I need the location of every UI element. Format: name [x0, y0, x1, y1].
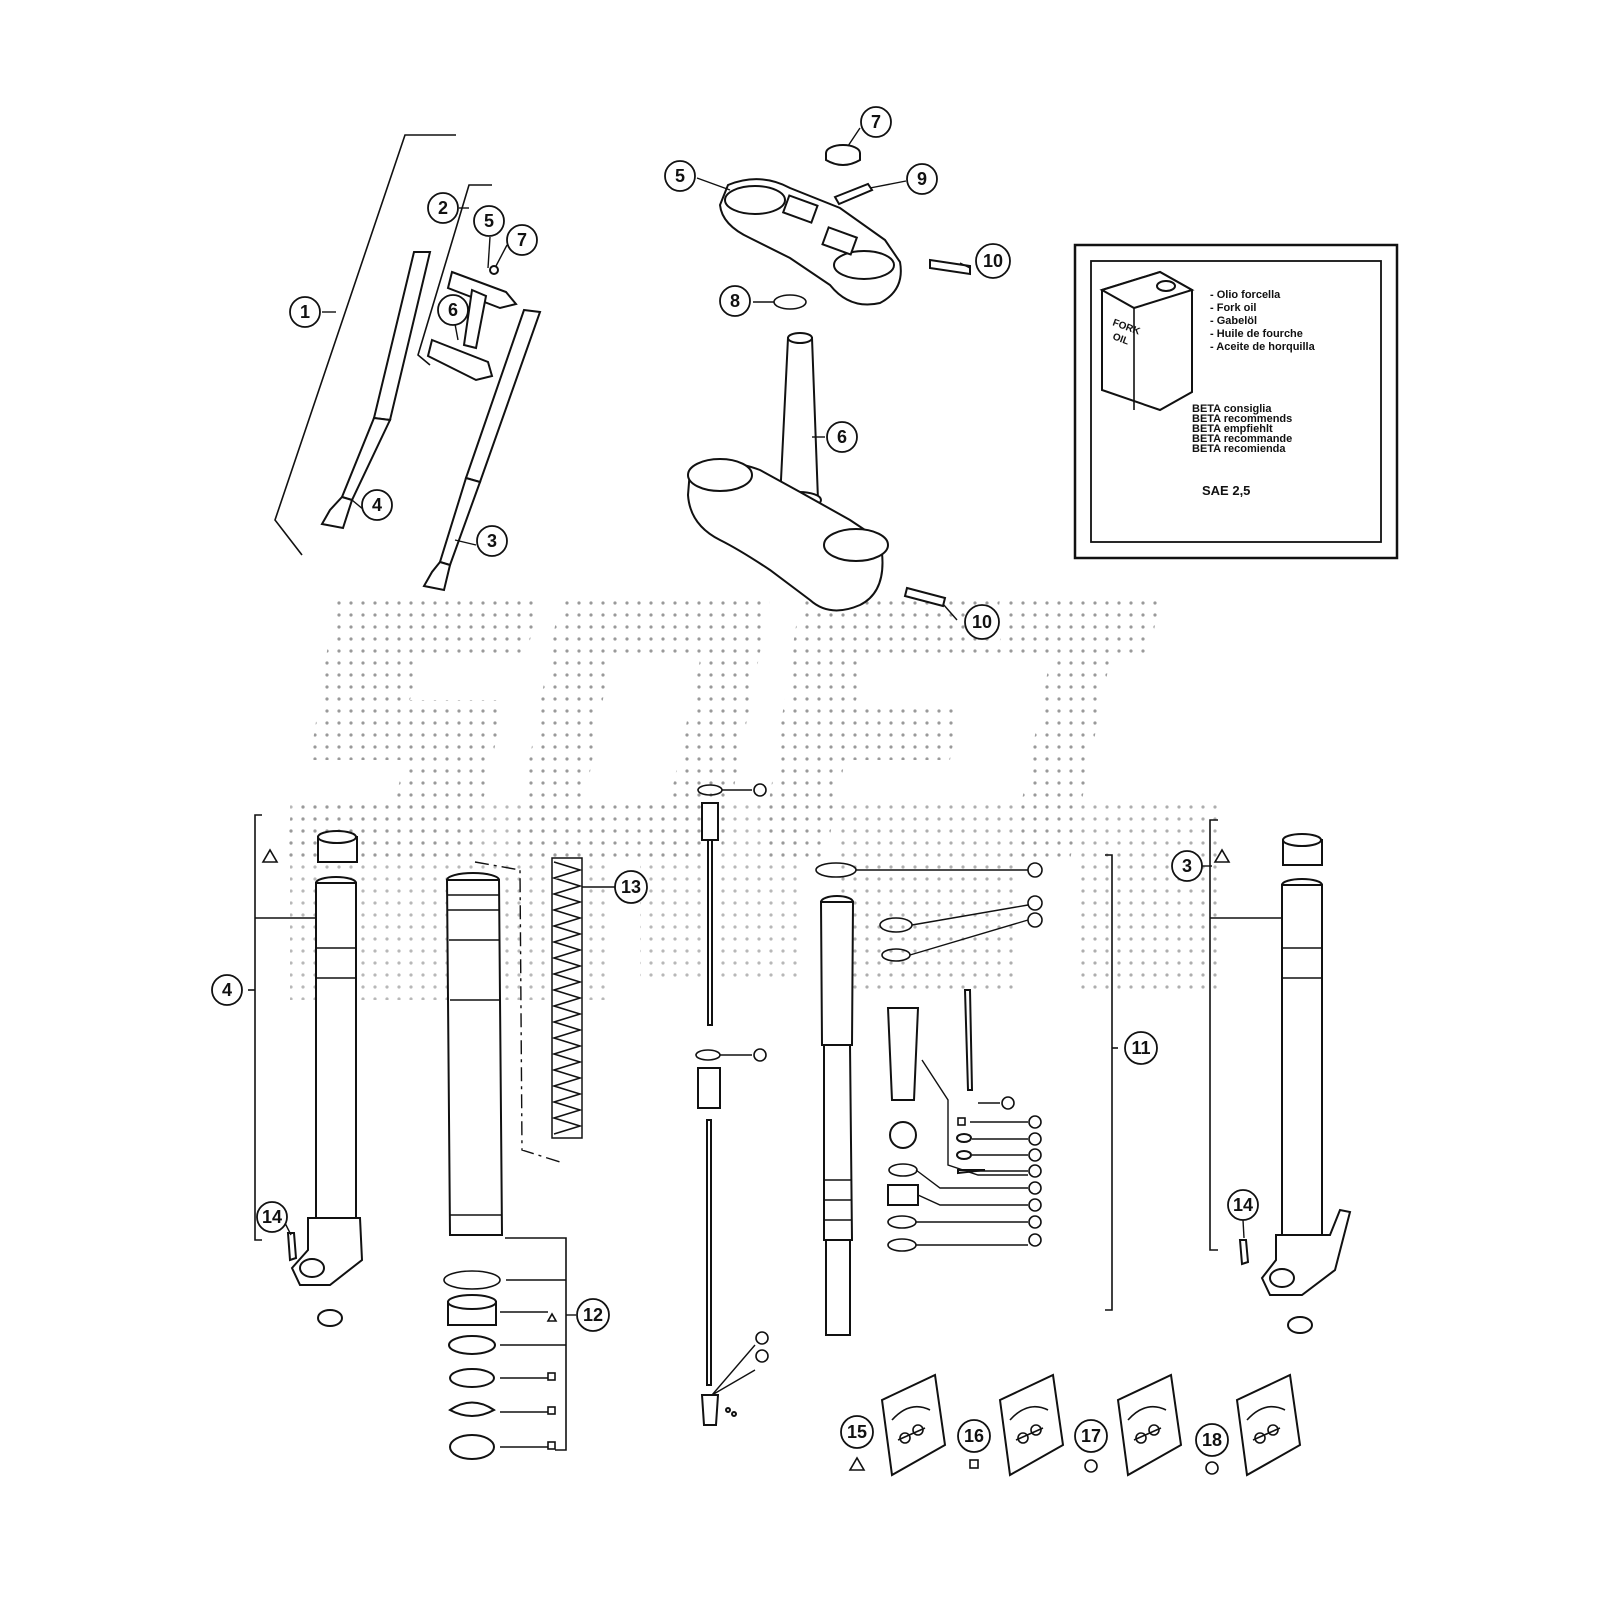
svg-text:1: 1	[300, 302, 310, 322]
watermark	[280, 600, 1220, 1000]
kit-bag-18	[1205, 1373, 1302, 1477]
oil-name-en: - Fork oil	[1210, 302, 1256, 314]
oil-name-it: - Olio forcella	[1210, 289, 1281, 301]
recommend-it: BETA consiglia	[1192, 403, 1272, 415]
spring-coil	[551, 857, 583, 1139]
callout-14b: 14	[1227, 1189, 1259, 1221]
svg-text:5: 5	[484, 211, 494, 231]
recommend-es: BETA recomienda	[1192, 443, 1286, 455]
callout-2: 2	[427, 192, 459, 224]
svg-text:4: 4	[372, 495, 382, 515]
svg-text:11: 11	[1131, 1038, 1150, 1058]
svg-text:2: 2	[438, 198, 448, 218]
callout-6a: 6	[437, 294, 469, 326]
callout-11: 11	[1124, 1031, 1158, 1065]
callout-13: 13	[614, 870, 648, 904]
svg-text:3: 3	[1182, 856, 1192, 876]
svg-text:14: 14	[1233, 1195, 1253, 1215]
service-kits	[848, 1373, 1302, 1477]
svg-text:13: 13	[621, 877, 641, 897]
oil-can-icon: FORK OIL	[1099, 270, 1195, 412]
svg-text:4: 4	[222, 980, 232, 1000]
svg-text:10: 10	[983, 251, 1003, 271]
svg-text:15: 15	[847, 1422, 867, 1442]
oil-grade: SAE 2,5	[1202, 483, 1250, 498]
cartridge-assembly	[815, 854, 1118, 1336]
kit-bag-16	[969, 1373, 1065, 1477]
svg-text:3: 3	[487, 531, 497, 551]
svg-text:17: 17	[1081, 1426, 1101, 1446]
callout-14a: 14	[256, 1201, 288, 1233]
kit-bag-17	[1084, 1373, 1183, 1477]
callout-15: 15	[840, 1415, 874, 1449]
cartridge-o-ring-markers	[1028, 1115, 1042, 1247]
triangle-marker-right	[1213, 848, 1231, 863]
svg-text:16: 16	[964, 1426, 984, 1446]
oil-name-es: - Aceite de horquilla	[1210, 341, 1316, 353]
svg-text:5: 5	[675, 166, 685, 186]
svg-text:12: 12	[583, 1305, 603, 1325]
recommend-de: BETA empfiehlt	[1192, 423, 1273, 435]
svg-text:8: 8	[730, 291, 740, 311]
callout-3a: 3	[476, 525, 508, 557]
callout-4a: 4	[361, 489, 393, 521]
svg-text:9: 9	[917, 169, 927, 189]
oil-can-label-line2: OIL	[1111, 331, 1130, 347]
damper-rod	[695, 783, 769, 1426]
fork-oil-box: FORK OIL - Olio forcella - Fork oil - Ga…	[1073, 243, 1399, 560]
callout-7b: 7	[860, 106, 892, 138]
outer-tube-and-spring	[443, 857, 583, 1460]
svg-text:6: 6	[448, 300, 458, 320]
kit-bag-15	[848, 1373, 947, 1477]
svg-text:7: 7	[517, 230, 527, 250]
callout-9: 9	[906, 163, 938, 195]
callout-16: 16	[957, 1419, 991, 1453]
triple-clamp-assembly	[686, 144, 971, 612]
callout-5a: 5	[473, 205, 505, 237]
recommend-en: BETA recommends	[1192, 413, 1292, 425]
callout-1: 1	[289, 296, 321, 328]
oil-name-de: - Gabelöl	[1210, 315, 1257, 327]
svg-text:14: 14	[262, 1207, 282, 1227]
svg-text:7: 7	[871, 112, 881, 132]
callout-leaders	[284, 127, 1245, 1316]
callout-8: 8	[719, 285, 751, 317]
recommend-fr: BETA recommande	[1192, 433, 1292, 445]
svg-text:18: 18	[1202, 1430, 1222, 1450]
callout-5b: 5	[664, 160, 696, 192]
callout-10a: 10	[975, 243, 1011, 279]
callout-3b: 3	[1171, 850, 1203, 882]
complete-fork-assembly	[274, 134, 542, 592]
svg-text:6: 6	[837, 427, 847, 447]
callout-10b: 10	[964, 604, 1000, 640]
callout-17: 17	[1074, 1419, 1108, 1453]
right-fork-leg	[1209, 819, 1352, 1334]
callout-18: 18	[1195, 1423, 1229, 1457]
svg-text:10: 10	[972, 612, 992, 632]
callout-7a: 7	[506, 224, 538, 256]
callout-12: 12	[576, 1298, 610, 1332]
callout-4b: 4	[211, 974, 243, 1006]
left-fork-leg	[248, 814, 364, 1327]
oil-name-fr: - Huile de fourche	[1210, 328, 1303, 340]
callout-6b: 6	[826, 421, 858, 453]
triangle-marker-left	[261, 848, 279, 863]
